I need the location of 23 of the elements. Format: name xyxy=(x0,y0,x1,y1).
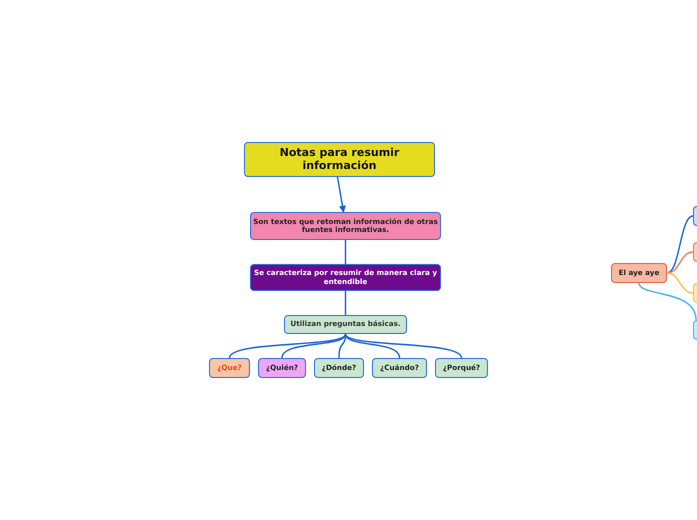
topic-box xyxy=(244,142,435,177)
topic-text: Notas para resumir información xyxy=(278,146,400,172)
topic-box xyxy=(250,212,441,240)
topic-box xyxy=(284,315,407,334)
connector xyxy=(344,334,400,358)
topic-box xyxy=(314,358,364,378)
topic-box xyxy=(435,358,488,378)
connector xyxy=(338,334,346,358)
connector xyxy=(666,272,694,294)
connector xyxy=(281,334,346,358)
topic-box xyxy=(372,358,427,378)
connector xyxy=(344,291,346,315)
connector xyxy=(344,334,462,358)
topic-box xyxy=(258,358,306,378)
connector xyxy=(666,215,694,274)
topic-box xyxy=(250,264,441,291)
connector xyxy=(666,251,694,274)
topic-box xyxy=(209,358,250,378)
connector xyxy=(336,176,346,213)
connector xyxy=(344,240,346,264)
connector xyxy=(638,282,697,320)
connector xyxy=(228,334,346,358)
topic-box xyxy=(611,263,667,283)
